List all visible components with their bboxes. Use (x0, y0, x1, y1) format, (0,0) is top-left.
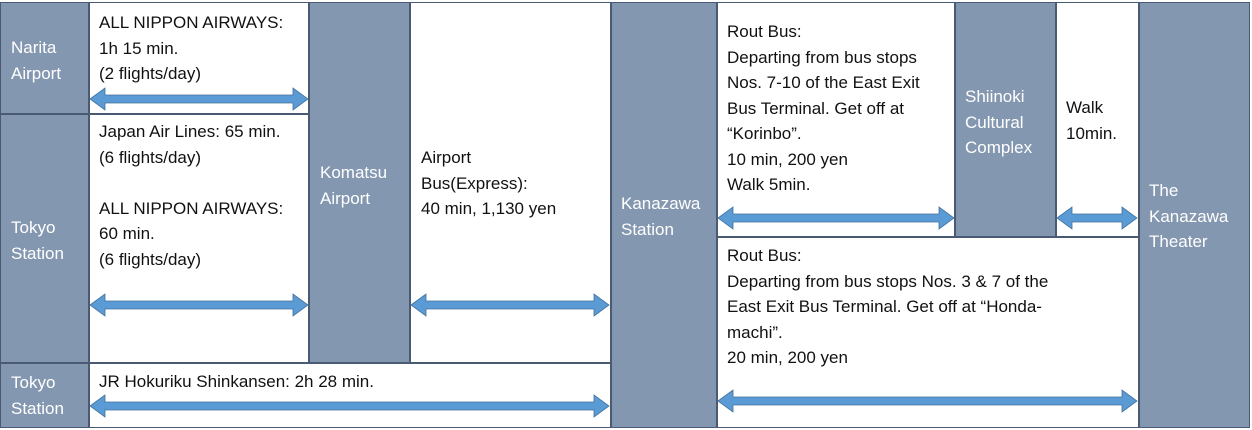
route-text: Airport Bus(Express): 40 min, 1,130 yen (421, 148, 557, 218)
route-text: Walk 10min. (1066, 98, 1118, 143)
node-label: The Kanazawa Theater (1149, 181, 1229, 251)
route-bus-hondamachi: Rout Bus: Departing from bus stops Nos. … (717, 237, 1139, 428)
node-label: Narita Airport (11, 38, 62, 83)
node-kanazawa-station: Kanazawa Station (611, 2, 717, 428)
route-shinkansen: JR Hokuriku Shinkansen: 2h 28 min. (89, 363, 611, 428)
route-text: Rout Bus: Departing from bus stops Nos. … (727, 246, 1049, 367)
node-label: Komatsu Airport (320, 163, 388, 208)
route-tokyo-komatsu: Japan Air Lines: 65 min. (6 flights/day)… (89, 114, 309, 363)
route-walk: Walk 10min. (1056, 2, 1139, 237)
node-label: Shiinoki Cultural Complex (965, 87, 1033, 157)
route-bus-korinbo: Rout Bus: Departing from bus stops Nos. … (717, 2, 955, 237)
route-text: JR Hokuriku Shinkansen: 2h 28 min. (99, 372, 374, 391)
node-kanazawa-theater: The Kanazawa Theater (1139, 2, 1250, 428)
node-narita-airport: Narita Airport (0, 2, 89, 114)
route-text: Japan Air Lines: 65 min. (6 flights/day)… (99, 122, 284, 269)
node-label: Tokyo Station (11, 218, 64, 263)
node-tokyo-station-air: Tokyo Station (0, 114, 89, 363)
route-text: ALL NIPPON AIRWAYS: 1h 15 min. (2 flight… (99, 13, 284, 83)
node-shiinoki-cultural-complex: Shiinoki Cultural Complex (955, 2, 1056, 237)
node-komatsu-airport: Komatsu Airport (309, 2, 410, 363)
node-label: Tokyo Station (11, 373, 64, 418)
node-label: Kanazawa Station (621, 194, 701, 239)
node-tokyo-station-rail: Tokyo Station (0, 363, 89, 428)
route-text: Rout Bus: Departing from bus stops Nos. … (727, 22, 920, 194)
